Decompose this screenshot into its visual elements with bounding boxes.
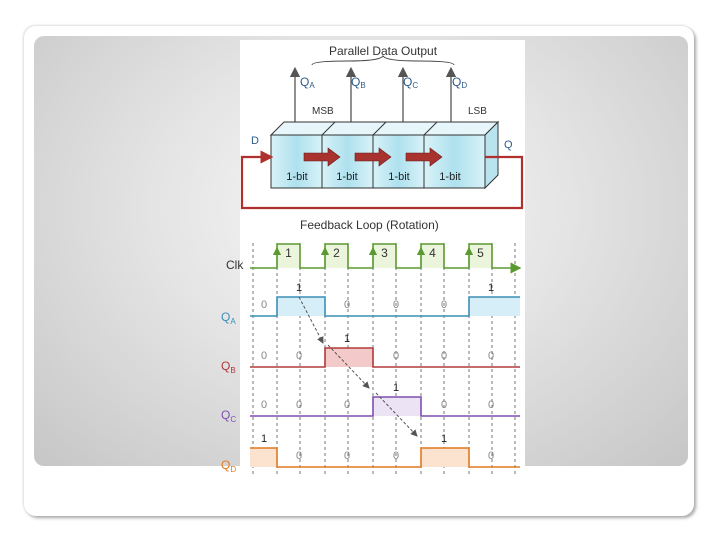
waveform-line xyxy=(250,447,520,468)
waveform-high-fill xyxy=(373,397,421,416)
waveform-value: 1 xyxy=(296,282,302,294)
waveform-value: 0 xyxy=(488,450,494,462)
output-label-qc: QC xyxy=(403,75,418,90)
waveform-high-fill xyxy=(250,448,277,467)
waveform-value: 1 xyxy=(344,333,350,345)
feedback-loop-path xyxy=(240,150,524,210)
waveform-value: 0 xyxy=(441,399,447,411)
waveform-qa: QA 0 1 0 0 0 1 xyxy=(221,282,520,326)
waveform-high-fill xyxy=(469,297,520,316)
waveform-value: 0 xyxy=(488,399,494,411)
clock-pulse-fill xyxy=(469,244,492,268)
output-label-qa: QA xyxy=(300,75,315,90)
waveform-value: 0 xyxy=(441,299,447,311)
lsb-label: LSB xyxy=(468,106,487,117)
output-label-qd: QD xyxy=(452,75,467,90)
waveform-value: 0 xyxy=(261,350,267,362)
msb-label: MSB xyxy=(312,106,334,117)
clock-pulse-number: 3 xyxy=(381,246,388,260)
clock-pulse-fill xyxy=(325,244,348,268)
waveform-value: 1 xyxy=(441,433,447,445)
waveform-line xyxy=(250,296,520,317)
waveform-value: 0 xyxy=(296,450,302,462)
waveform-label: QB xyxy=(221,359,236,375)
data-input-label: D xyxy=(251,135,259,147)
transfer-arrows xyxy=(298,296,418,437)
cell-label: 1-bit xyxy=(336,171,357,183)
waveform-value: 1 xyxy=(393,382,399,394)
output-arrows xyxy=(289,66,457,122)
clock-pulse-fill xyxy=(373,244,396,268)
waveform-value: 0 xyxy=(344,450,350,462)
waveform-value: 0 xyxy=(261,299,267,311)
waveform-high-fill xyxy=(277,297,325,316)
output-brace xyxy=(311,55,455,66)
shift-register-diagram: Parallel Data Output QA QB QC QD MSB LSB… xyxy=(240,40,525,234)
serial-output-label: Q xyxy=(504,139,513,151)
waveform-value: 0 xyxy=(393,299,399,311)
waveform-value: 0 xyxy=(393,350,399,362)
waveform-value: 1 xyxy=(488,282,494,294)
waveform-value: 0 xyxy=(488,350,494,362)
timing-background xyxy=(240,234,525,476)
cell-label: 1-bit xyxy=(388,171,409,183)
waveform-value: 0 xyxy=(261,399,267,411)
feedback-loop-label: Feedback Loop (Rotation) xyxy=(300,218,439,232)
cell-label: 1-bit xyxy=(286,171,307,183)
shift-arrows xyxy=(303,147,443,167)
clock-pulse-number: 2 xyxy=(333,246,340,260)
clock-pulse-number: 1 xyxy=(285,246,292,260)
clock-pulse-fill xyxy=(421,244,444,268)
waveform-label: QC xyxy=(221,408,236,424)
clock-signal: Clk 1 2 3 4 5 xyxy=(226,243,522,274)
waveform-high-fill xyxy=(421,448,469,467)
waveform-line xyxy=(250,347,520,368)
waveform-qd: QD 1 0 0 0 1 0 xyxy=(221,433,520,474)
waveform-label: QD xyxy=(221,458,236,474)
waveform-value: 0 xyxy=(296,350,302,362)
cell-labels: 1-bit 1-bit 1-bit 1-bit xyxy=(286,171,460,183)
waveform-high-fill xyxy=(325,348,373,367)
clock-pulse-number: 5 xyxy=(477,246,484,260)
waveform-qb: QB 0 0 1 0 0 0 xyxy=(221,333,520,375)
clock-pulse-number: 4 xyxy=(429,246,436,260)
waveform-value: 0 xyxy=(344,299,350,311)
transfer-arrow xyxy=(298,296,324,344)
clock-pulse-fill xyxy=(277,244,300,268)
waveform-value: 0 xyxy=(296,399,302,411)
output-labels: QA QB QC QD xyxy=(300,75,467,90)
cell-label: 1-bit xyxy=(439,171,460,183)
waveform-value: 0 xyxy=(393,450,399,462)
output-label-qb: QB xyxy=(351,75,366,90)
waveform-label: QA xyxy=(221,310,236,326)
parallel-output-title: Parallel Data Output xyxy=(329,44,438,58)
waveform-value: 0 xyxy=(441,350,447,362)
waveform-value: 1 xyxy=(261,433,267,445)
clock-label: Clk xyxy=(226,258,244,272)
waveform-value: 0 xyxy=(344,399,350,411)
waveform-line xyxy=(250,396,520,417)
